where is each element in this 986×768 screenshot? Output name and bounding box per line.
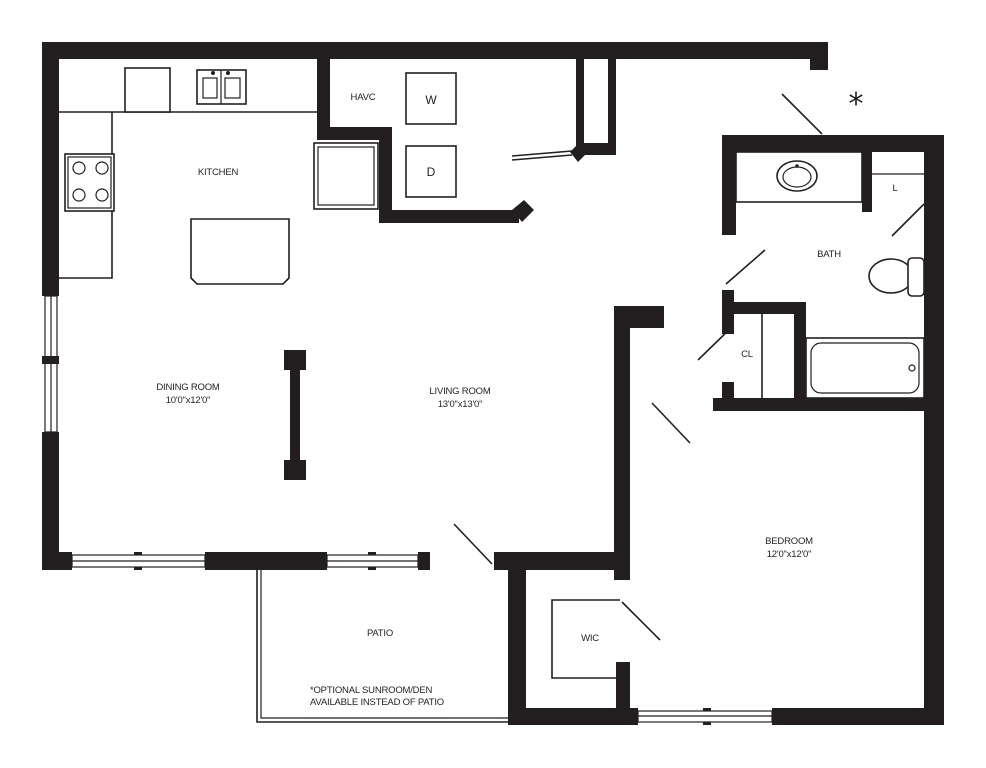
bedroom-label: BEDROOM: [765, 536, 813, 547]
dining-room-label: DINING ROOM: [156, 382, 220, 393]
column: [284, 350, 306, 480]
washer-label: W: [425, 93, 437, 107]
exterior-walls: [42, 42, 944, 725]
bathtub: [805, 337, 925, 399]
bath-label: BATH: [817, 249, 841, 260]
kitchen-label: KITCHEN: [198, 167, 239, 178]
range-stove: [64, 153, 115, 212]
entry-star-marker: *: [849, 87, 864, 122]
havc-label: HAVC: [351, 92, 376, 103]
wic-label: WIC: [581, 633, 599, 644]
windows: [42, 295, 773, 723]
kitchen-fixtures: [59, 67, 379, 285]
doors: [453, 93, 925, 641]
linen-label: L: [892, 183, 897, 194]
dining-room-size: 10'0"x12'0": [166, 395, 211, 406]
bath-fixtures: [735, 151, 925, 399]
refrigerator: [124, 67, 171, 113]
patio: [256, 570, 508, 723]
bedroom-size: 12'0"x12'0": [767, 549, 812, 560]
patio-label: PATIO: [367, 628, 393, 639]
pantry: [313, 142, 379, 210]
laundry-fixtures: [405, 72, 457, 198]
wic-shelf: [551, 599, 620, 679]
living-room-size: 13'0"x13'0": [438, 399, 483, 410]
sunroom-note-line1: *OPTIONAL SUNROOM/DEN: [310, 685, 432, 696]
toilet: [868, 257, 925, 297]
sunroom-note-line2: AVAILABLE INSTEAD OF PATIO: [310, 697, 444, 708]
dryer-label: D: [427, 165, 436, 179]
closet-label: CL: [741, 349, 753, 360]
interior-walls: [317, 59, 943, 725]
washer: [405, 72, 457, 125]
living-room-label: LIVING ROOM: [429, 386, 490, 397]
dryer: [405, 145, 457, 198]
kitchen-island: [190, 218, 290, 285]
